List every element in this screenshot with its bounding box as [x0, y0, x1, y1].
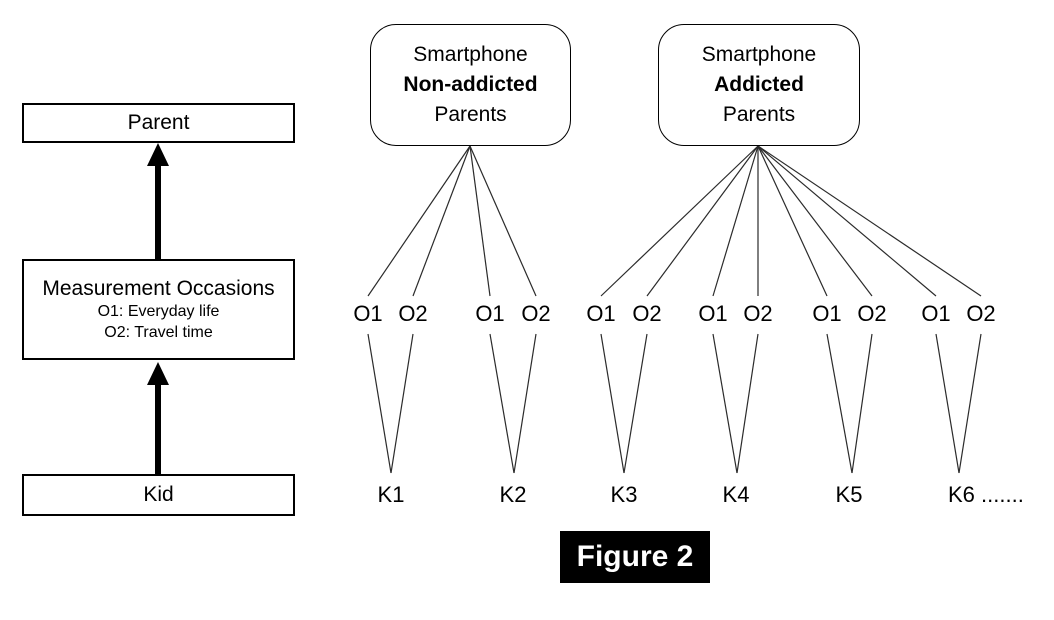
kid-label: K2 [499, 482, 527, 507]
occasion-label: O1 [698, 301, 728, 326]
group0-line1: Smartphone [413, 43, 528, 66]
occasion-label: O1 [812, 301, 842, 326]
occasion-label: O1 [353, 301, 383, 326]
group-box-addicted: Smartphone Addicted Parents [658, 24, 860, 146]
group0-line3: Parents [434, 103, 507, 126]
measurement-line-o2: O2: Travel time [104, 323, 213, 341]
parent-box-label: Parent [127, 111, 190, 134]
up-arrow-measurement-to-parent [147, 143, 169, 259]
occasion-label: O2 [966, 301, 996, 326]
kid-label: K1 [377, 482, 405, 507]
measurement-line-o1: O1: Everyday life [97, 302, 220, 320]
kid-label: K6 ....... [948, 482, 1024, 507]
figure-caption: Figure 2 [560, 531, 710, 583]
measurement-title: Measurement Occasions [42, 276, 275, 300]
figure-caption-label: Figure 2 [576, 540, 694, 573]
parent-box: Parent [22, 103, 295, 143]
fan-non-addicted [367, 145, 537, 297]
occasion-label: O2 [398, 301, 428, 326]
kid-box-label: Kid [143, 483, 174, 506]
group1-line3: Parents [722, 103, 796, 126]
kid-label: K4 [722, 482, 750, 507]
kid-label: K5 [835, 482, 863, 507]
v-lines-kids [367, 333, 982, 474]
group-box-non-addicted: Smartphone Non-addicted Parents [370, 24, 571, 146]
group1-line2: Addicted [714, 73, 804, 96]
occasion-label: O2 [743, 301, 773, 326]
occasion-label: O2 [857, 301, 887, 326]
occasion-label: O1 [921, 301, 951, 326]
occasion-label: O2 [521, 301, 551, 326]
fan-addicted [600, 145, 982, 297]
measurement-occasions-box: Measurement Occasions O1: Everyday life … [22, 259, 295, 360]
occasion-label: O1 [475, 301, 505, 326]
occasion-label: O1 [586, 301, 616, 326]
kid-label: K3 [610, 482, 638, 507]
occasion-label: O2 [632, 301, 662, 326]
kid-box: Kid [22, 474, 295, 516]
up-arrow-kid-to-measurement [147, 362, 169, 474]
group1-line1: Smartphone [701, 43, 817, 66]
group0-line2: Non-addicted [403, 73, 538, 96]
